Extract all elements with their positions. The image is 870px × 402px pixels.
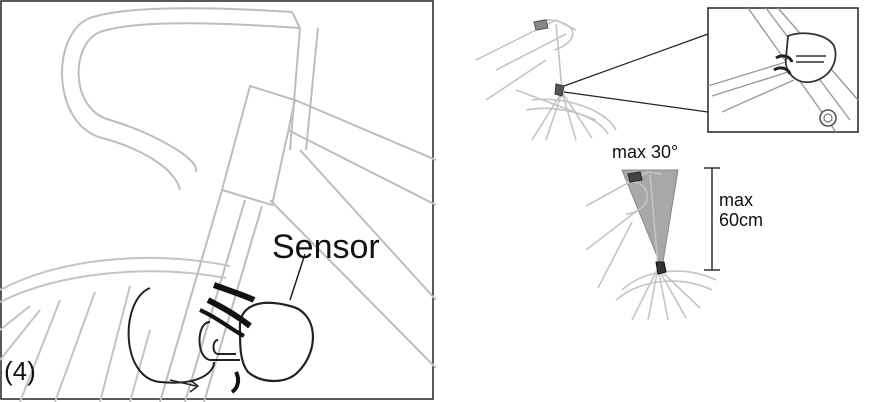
head-tube bbox=[220, 84, 297, 207]
distance-bracket bbox=[704, 167, 720, 271]
distance-bike bbox=[585, 171, 717, 321]
sensor-leader-line bbox=[289, 253, 306, 301]
distance-sensor-mark bbox=[655, 261, 667, 275]
main-illustration: Sensor (4) bbox=[0, 0, 436, 402]
sensor-label: Sensor bbox=[272, 228, 380, 266]
distance-diagram: max 30° max 60cm bbox=[585, 142, 763, 321]
distance-display-mark bbox=[627, 171, 643, 183]
overview-sensor-mark bbox=[554, 83, 565, 97]
zoom-line-lower bbox=[563, 91, 709, 113]
step-label: (4) bbox=[4, 356, 36, 386]
distance-label-line2: 60cm bbox=[719, 210, 763, 230]
main-install-view: Sensor (4) bbox=[0, 0, 436, 402]
distance-label-line1: max bbox=[719, 190, 753, 210]
front-wheel bbox=[0, 257, 231, 402]
panel-border bbox=[0, 0, 434, 400]
angle-label: max 30° bbox=[612, 142, 678, 162]
placement-illustration: max 30° max 60cm bbox=[475, 7, 859, 321]
placement-views: max 30° max 60cm bbox=[436, 0, 870, 402]
overview-bike bbox=[475, 19, 617, 141]
handlebar bbox=[61, 7, 319, 191]
angle-cone bbox=[621, 169, 679, 270]
zoom-line-upper bbox=[563, 33, 709, 87]
sensor-device bbox=[127, 282, 314, 394]
overview-display-mark bbox=[533, 19, 549, 31]
frame-tubes bbox=[159, 99, 436, 402]
zoom-inset bbox=[707, 7, 859, 133]
